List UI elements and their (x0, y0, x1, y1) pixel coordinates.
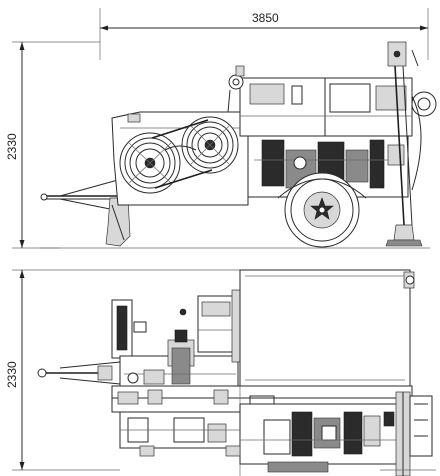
control-panel (111, 299, 147, 359)
dimension-side-height-label: 2330 (5, 133, 19, 160)
wheel (284, 172, 360, 248)
dimension-top-width: 2330 (5, 269, 240, 471)
cable-guide (227, 65, 245, 113)
rear-stabiliser (385, 224, 423, 247)
dimension-side-height: 2330 (5, 41, 100, 249)
top-hydraulic-block (179, 289, 241, 363)
top-wheels (139, 445, 329, 473)
capstan-drum-left (119, 132, 181, 194)
top-capstan (119, 329, 239, 391)
top-view (37, 269, 436, 476)
dimension-length-label: 3850 (252, 11, 279, 25)
top-rear-arm (380, 391, 436, 476)
side-view (40, 41, 437, 249)
top-drawbar (37, 361, 121, 385)
dimension-length: 3850 (99, 8, 429, 60)
top-engine-bay (239, 395, 401, 465)
top-lower-structure (119, 411, 241, 449)
capstan-cable (151, 119, 213, 189)
dimension-top-width-label: 2330 (5, 361, 19, 388)
top-enclosure (239, 269, 415, 387)
capstan-drum-right (181, 116, 239, 174)
jockey-leg (105, 197, 131, 247)
hydraulic-cabinet (239, 77, 413, 137)
mudguard (277, 178, 367, 199)
rear-pulley-arm (387, 41, 437, 226)
